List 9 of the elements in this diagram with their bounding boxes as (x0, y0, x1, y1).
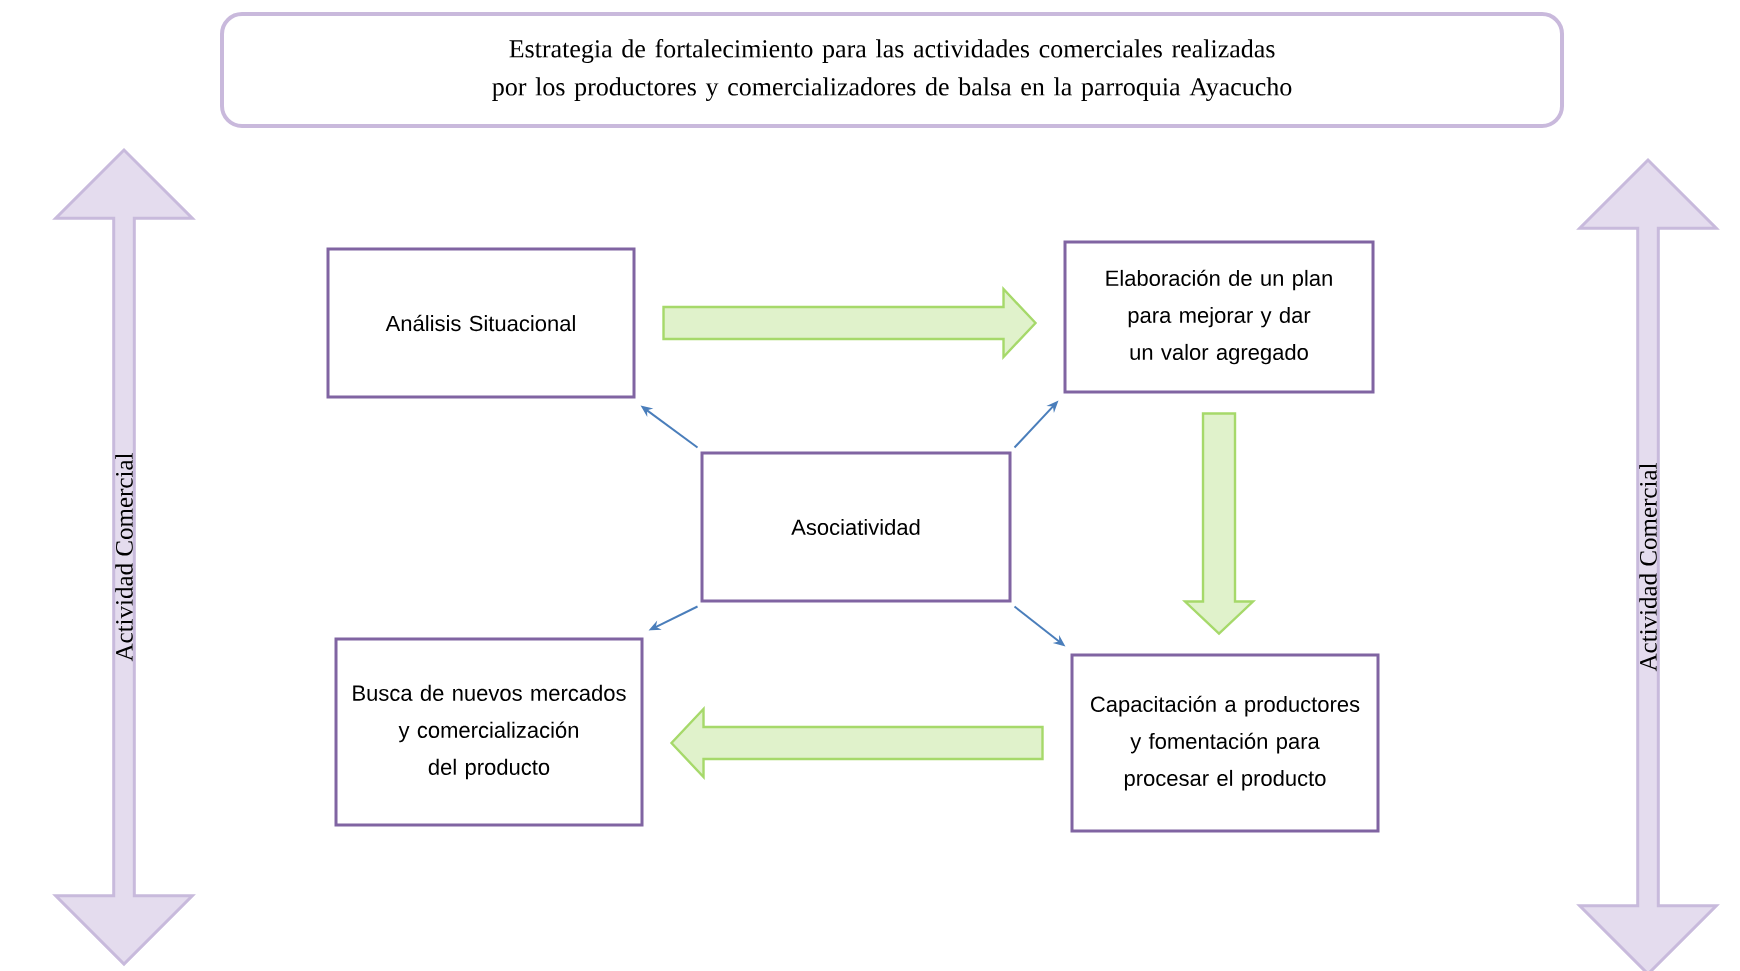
block-arrow (662, 286, 1038, 361)
process-box: Elaboración de un plan para mejorar y dar un valor agregado (1063, 240, 1375, 394)
process-box: Capacitación a productores y fomentación para procesar el producto (1070, 653, 1380, 833)
process-box: Busca de nuevos mercados y comercialización del producto (334, 637, 644, 827)
process-box: Análisis Situacional (326, 247, 636, 399)
block-arrow (669, 706, 1044, 781)
title-box: Estrategia de fortalecimiento para las actividades comerciales realizadas por los productores y comercializadores de balsa en la parroquia Ayacucho (220, 12, 1564, 128)
block-arrow (1182, 412, 1257, 636)
process-box: Asociatividad (700, 451, 1012, 603)
